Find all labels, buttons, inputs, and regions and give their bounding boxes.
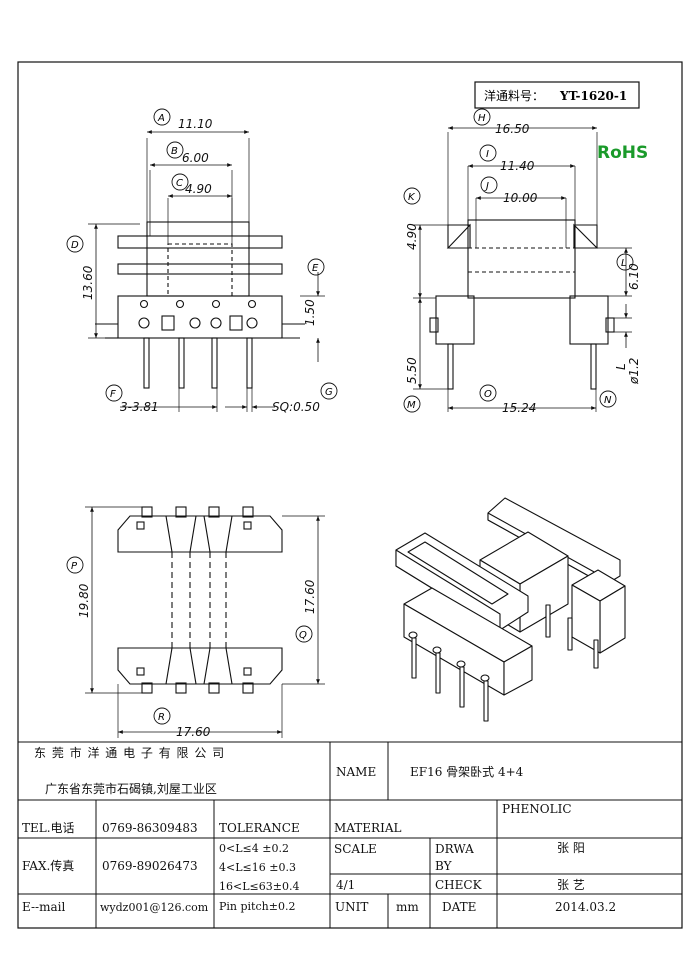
callout-J: J bbox=[484, 181, 489, 192]
callout-L: L bbox=[621, 258, 627, 269]
company-name: 东 莞 市 洋 通 电 子 有 限 公 司 bbox=[34, 745, 225, 760]
material-label: MATERIAL bbox=[334, 821, 402, 835]
tolerance-label: TOLERANCE bbox=[219, 821, 300, 835]
callout-C: C bbox=[176, 178, 183, 189]
part-name: EF16 骨架卧式 4+4 bbox=[410, 765, 524, 779]
callout-N: N bbox=[604, 395, 612, 406]
callout-A: A bbox=[157, 113, 165, 124]
callout-P: P bbox=[71, 561, 78, 572]
dim-J-value: 10.00 bbox=[503, 191, 538, 205]
dim-G-value: SQ:0.50 bbox=[272, 400, 320, 414]
bottom-view-callouts: P Q R bbox=[66, 556, 313, 725]
tel-value: 0769-86309483 bbox=[102, 821, 198, 835]
part-number-value: YT-1620-1 bbox=[559, 89, 627, 103]
dim-E-value: 1.50 bbox=[303, 299, 317, 326]
part-number-label: 洋通料号： bbox=[484, 88, 544, 103]
tolerance-row-1: 0<L≤4 ±0.2 bbox=[219, 842, 289, 855]
sheet-border bbox=[17, 61, 683, 929]
unit-label: UNIT bbox=[335, 900, 368, 914]
dim-N-length-label: L bbox=[614, 363, 628, 370]
dim-N-value: ø1.2 bbox=[627, 358, 641, 385]
callout-B: B bbox=[171, 146, 178, 157]
scale-label: SCALE bbox=[334, 842, 377, 856]
dim-P-value: 19.80 bbox=[77, 583, 91, 618]
callout-E: E bbox=[312, 263, 319, 274]
bottom-view-labels: 19.80 17.60 17.60 bbox=[77, 579, 317, 739]
check-label: CHECK bbox=[435, 878, 483, 892]
company-address: 广东省东莞市石碣镇,刘屋工业区 bbox=[45, 781, 217, 796]
date-value: 2014.03.2 bbox=[555, 900, 616, 914]
callout-D: D bbox=[71, 240, 79, 251]
dim-C-value: 4.90 bbox=[185, 182, 212, 196]
dim-M-value: 5.50 bbox=[405, 357, 419, 384]
callout-G: G bbox=[325, 387, 333, 398]
callout-R: R bbox=[158, 712, 165, 723]
dim-R-value: 17.60 bbox=[176, 725, 211, 739]
check-value: 张 艺 bbox=[557, 878, 585, 892]
dim-F-value: 3-3.81 bbox=[120, 400, 159, 414]
fax-value: 0769-89026473 bbox=[102, 859, 198, 873]
drawn-by-value: 张 阳 bbox=[557, 841, 585, 855]
dim-H-value: 16.50 bbox=[495, 122, 530, 136]
tel-label: TEL.电话 bbox=[22, 821, 75, 835]
side-view-callouts: H I J K L M N O bbox=[403, 108, 634, 413]
callout-F: F bbox=[110, 389, 116, 400]
callout-H: H bbox=[478, 113, 486, 124]
drawn-by-label-2: BY bbox=[435, 859, 453, 873]
front-view bbox=[88, 130, 325, 412]
dim-Q-value: 17.60 bbox=[303, 579, 317, 614]
tolerance-row-3: 16<L≤63±0.4 bbox=[219, 880, 299, 893]
tolerance-row-2: 4<L≤16 ±0.3 bbox=[219, 861, 296, 874]
dim-L-value: 6.10 bbox=[627, 263, 641, 290]
dim-D-value: 13.60 bbox=[81, 265, 95, 300]
email-value: wydz001@126.com bbox=[100, 901, 209, 914]
rohs-mark: RoHS bbox=[597, 143, 648, 163]
side-view-labels: 16.50 11.40 10.00 4.90 6.10 5.50 ø1.2 L … bbox=[405, 122, 641, 415]
callout-O: O bbox=[484, 389, 492, 400]
material-value: PHENOLIC bbox=[502, 802, 572, 816]
dim-O-value: 15.24 bbox=[502, 401, 536, 415]
name-label: NAME bbox=[336, 765, 376, 779]
dim-B-value: 6.00 bbox=[182, 151, 209, 165]
title-block bbox=[18, 741, 682, 928]
isometric-view bbox=[395, 497, 626, 722]
drawn-by-label: DRWA bbox=[435, 842, 474, 856]
front-view-labels: 11.10 6.00 4.90 13.60 1.50 3-3.81 SQ:0.5… bbox=[81, 117, 320, 414]
dim-K-value: 4.90 bbox=[405, 223, 419, 250]
dim-A-value: 11.10 bbox=[178, 117, 213, 131]
callout-Q: Q bbox=[299, 630, 307, 641]
callout-M: M bbox=[407, 400, 416, 411]
fax-label: FAX.传真 bbox=[22, 858, 74, 873]
front-view-callouts: A B C D E F G bbox=[66, 108, 338, 402]
email-label: E--mail bbox=[22, 900, 65, 914]
scale-value: 4/1 bbox=[336, 878, 355, 892]
title-block-text: 东 莞 市 洋 通 电 子 有 限 公 司 广东省东莞市石碣镇,刘屋工业区 NA… bbox=[22, 745, 616, 914]
date-label: DATE bbox=[442, 900, 476, 914]
unit-value: mm bbox=[396, 900, 419, 914]
part-number-box: 洋通料号： YT-1620-1 bbox=[474, 81, 640, 109]
dim-I-value: 11.40 bbox=[500, 159, 535, 173]
bottom-view bbox=[85, 506, 325, 738]
callout-K: K bbox=[408, 192, 416, 203]
side-view bbox=[413, 126, 632, 412]
callout-I: I bbox=[486, 149, 489, 160]
tolerance-row-4: Pin pitch±0.2 bbox=[219, 900, 295, 913]
